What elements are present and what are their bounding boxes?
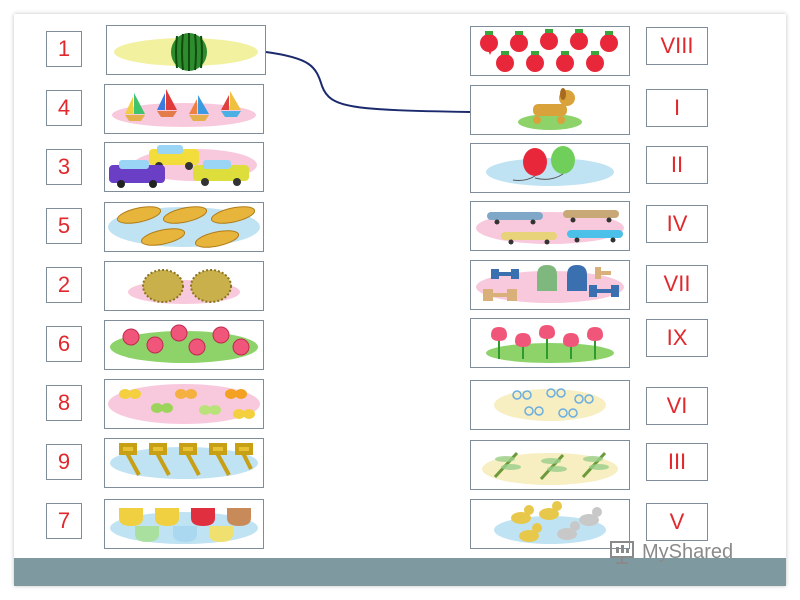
card-tulips[interactable]: [470, 318, 630, 368]
watermark: MyShared: [608, 538, 733, 566]
hammers-icon: [110, 443, 258, 479]
right-numeral-5[interactable]: VII: [646, 265, 708, 303]
right-numeral-6[interactable]: IX: [646, 319, 708, 357]
card-watermelon[interactable]: [106, 25, 266, 75]
skateboards-icon: [476, 210, 624, 245]
ducks-icon: [494, 501, 606, 544]
hedgehogs-icon: [128, 269, 240, 304]
card-boats[interactable]: [104, 84, 264, 134]
presentation-screen-icon: [608, 538, 638, 566]
left-number-8[interactable]: 9: [46, 444, 82, 480]
card-skateboards[interactable]: [470, 201, 630, 251]
card-ducks[interactable]: [470, 499, 630, 549]
left-number-7[interactable]: 8: [46, 385, 82, 421]
card-dragonflies[interactable]: [470, 440, 630, 490]
card-butterflies[interactable]: [104, 379, 264, 429]
roses-icon: [110, 324, 258, 363]
dragonflies-icon: [482, 451, 618, 485]
card-toy-dog[interactable]: [470, 85, 630, 135]
left-number-4[interactable]: 5: [46, 208, 82, 244]
right-numeral-4[interactable]: IV: [646, 205, 708, 243]
left-number-5[interactable]: 2: [46, 267, 82, 303]
left-number-2[interactable]: 4: [46, 90, 82, 126]
card-balloons[interactable]: [470, 143, 630, 193]
right-numeral-2[interactable]: I: [646, 89, 708, 127]
left-number-6[interactable]: 6: [46, 326, 82, 362]
boats-icon: [112, 89, 256, 127]
dumbbells-icon: [476, 265, 624, 303]
butterflies-icon: [108, 384, 260, 424]
toy-dog-icon: [518, 88, 582, 130]
left-number-9[interactable]: 7: [46, 503, 82, 539]
card-loaves[interactable]: [104, 202, 264, 252]
card-hedgehogs[interactable]: [104, 261, 264, 311]
tulips-icon: [486, 325, 614, 363]
left-number-1[interactable]: 1: [46, 31, 82, 67]
glasses-icon: [494, 388, 606, 421]
card-dumbbells[interactable]: [470, 260, 630, 310]
right-numeral-7[interactable]: VI: [646, 387, 708, 425]
card-hammers[interactable]: [104, 438, 264, 488]
right-numeral-8[interactable]: III: [646, 443, 708, 481]
strawberries-icon: [480, 29, 618, 72]
card-cups[interactable]: [104, 499, 264, 549]
left-number-3[interactable]: 3: [46, 149, 82, 185]
right-numeral-3[interactable]: II: [646, 146, 708, 184]
watermark-text: MyShared: [642, 540, 734, 563]
right-numeral-1[interactable]: VIII: [646, 27, 708, 65]
card-strawberries[interactable]: [470, 26, 630, 76]
cups-icon: [110, 508, 258, 544]
right-numeral-9[interactable]: V: [646, 503, 708, 541]
watermelon-icon: [114, 33, 258, 71]
balloons-icon: [486, 146, 614, 186]
card-cars[interactable]: [104, 142, 264, 192]
card-roses[interactable]: [104, 320, 264, 370]
card-glasses[interactable]: [470, 380, 630, 430]
cars-icon: [109, 145, 257, 188]
loaves-icon: [108, 206, 260, 248]
bottom-bar: [14, 558, 786, 586]
